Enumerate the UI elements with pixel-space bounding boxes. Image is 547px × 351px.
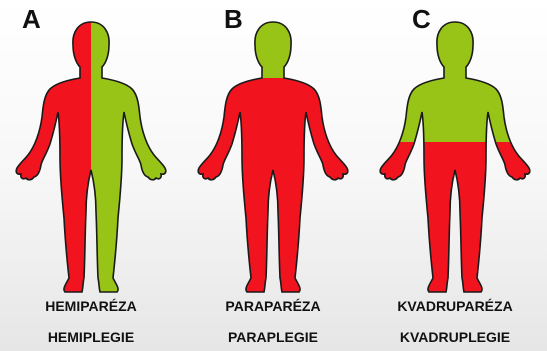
healthy-upper-body [370,12,540,142]
body-figure-hemiparesis [6,12,176,295]
term-paresis-b: PARAPARÉZA [182,298,364,314]
affected-left-side [6,12,91,295]
term-plegia-b: PARAPLEGIE [182,329,364,345]
body-figure-quadriparesis [370,12,540,295]
panel-hemiparesis: A HEMIPARÉZA HEMIPLEGIE [0,0,182,351]
term-plegia-a: HEMIPLEGIE [0,329,182,345]
panel-paraparesis: B PARAPARÉZA PARAPLEGIE [182,0,364,351]
term-paresis-a: HEMIPARÉZA [0,298,182,314]
affected-body [188,78,358,295]
healthy-right-side [91,12,176,295]
term-paresis-c: KVADRUPARÉZA [364,298,546,314]
affected-lower-body [370,142,540,295]
term-plegia-c: KVADRUPLEGIE [364,329,546,345]
panel-quadriparesis: C KVADRUPARÉZA KVADRUPLEGIE [364,0,546,351]
body-figure-paraparesis [188,12,358,295]
